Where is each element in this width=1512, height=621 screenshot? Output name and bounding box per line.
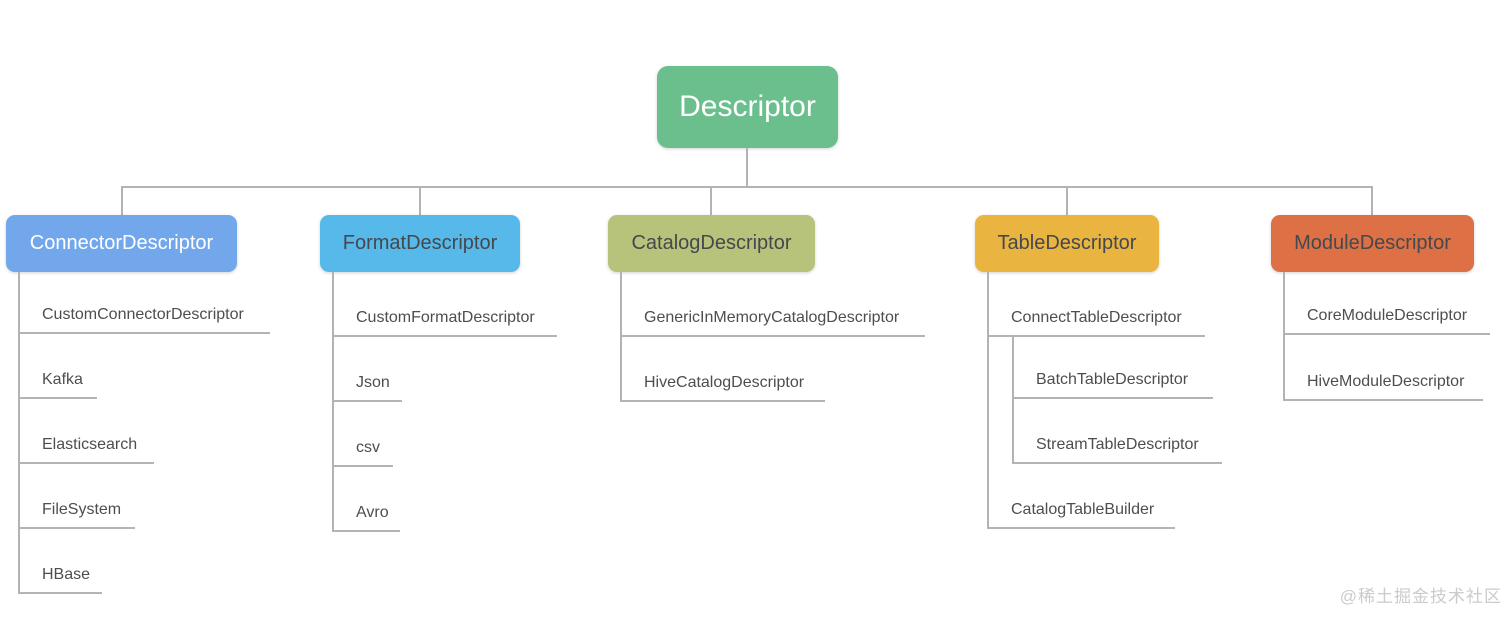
leaf-connect-table-descriptor: ConnectTableDescriptor [987,297,1205,337]
leaf-kafka: Kafka [18,359,97,399]
branch-vline-table [987,272,989,528]
leaf-hive-module-descriptor: HiveModuleDescriptor [1283,361,1483,401]
leaf-catalog-table-builder: CatalogTableBuilder [987,489,1175,529]
branch-vline-connect-table [1012,336,1014,463]
leaf-custom-connector-descriptor: CustomConnectorDescriptor [18,294,270,334]
leaf-custom-format-descriptor: CustomFormatDescriptor [332,297,557,337]
leaf-stream-table-descriptor: StreamTableDescriptor [1012,424,1222,464]
leaf-csv: csv [332,427,393,467]
node-module-descriptor: ModuleDescriptor [1271,215,1474,272]
root-stub-line [746,148,748,186]
leaf-json: Json [332,362,402,402]
drop-line-table [1066,186,1068,215]
node-descriptor-root: Descriptor [657,66,838,148]
leaf-batch-table-descriptor: BatchTableDescriptor [1012,359,1213,399]
leaf-filesystem: FileSystem [18,489,135,529]
children-horizontal-line [122,186,1373,188]
node-format-descriptor: FormatDescriptor [320,215,520,272]
leaf-elasticsearch: Elasticsearch [18,424,154,464]
branch-vline-module [1283,272,1285,400]
drop-line-connector [121,186,123,215]
leaf-hbase: HBase [18,554,102,594]
node-table-descriptor: TableDescriptor [975,215,1159,272]
leaf-generic-in-memory-catalog-descriptor: GenericInMemoryCatalogDescriptor [620,297,925,337]
node-catalog-descriptor: CatalogDescriptor [608,215,815,272]
leaf-core-module-descriptor: CoreModuleDescriptor [1283,295,1490,335]
drop-line-format [419,186,421,215]
drop-line-catalog [710,186,712,215]
leaf-avro: Avro [332,492,400,532]
branch-vline-connector [18,272,20,593]
juejin-watermark: @稀土掘金技术社区 [1339,587,1502,606]
drop-line-module [1371,186,1373,215]
node-connector-descriptor: ConnectorDescriptor [6,215,237,272]
leaf-hive-catalog-descriptor: HiveCatalogDescriptor [620,362,825,402]
